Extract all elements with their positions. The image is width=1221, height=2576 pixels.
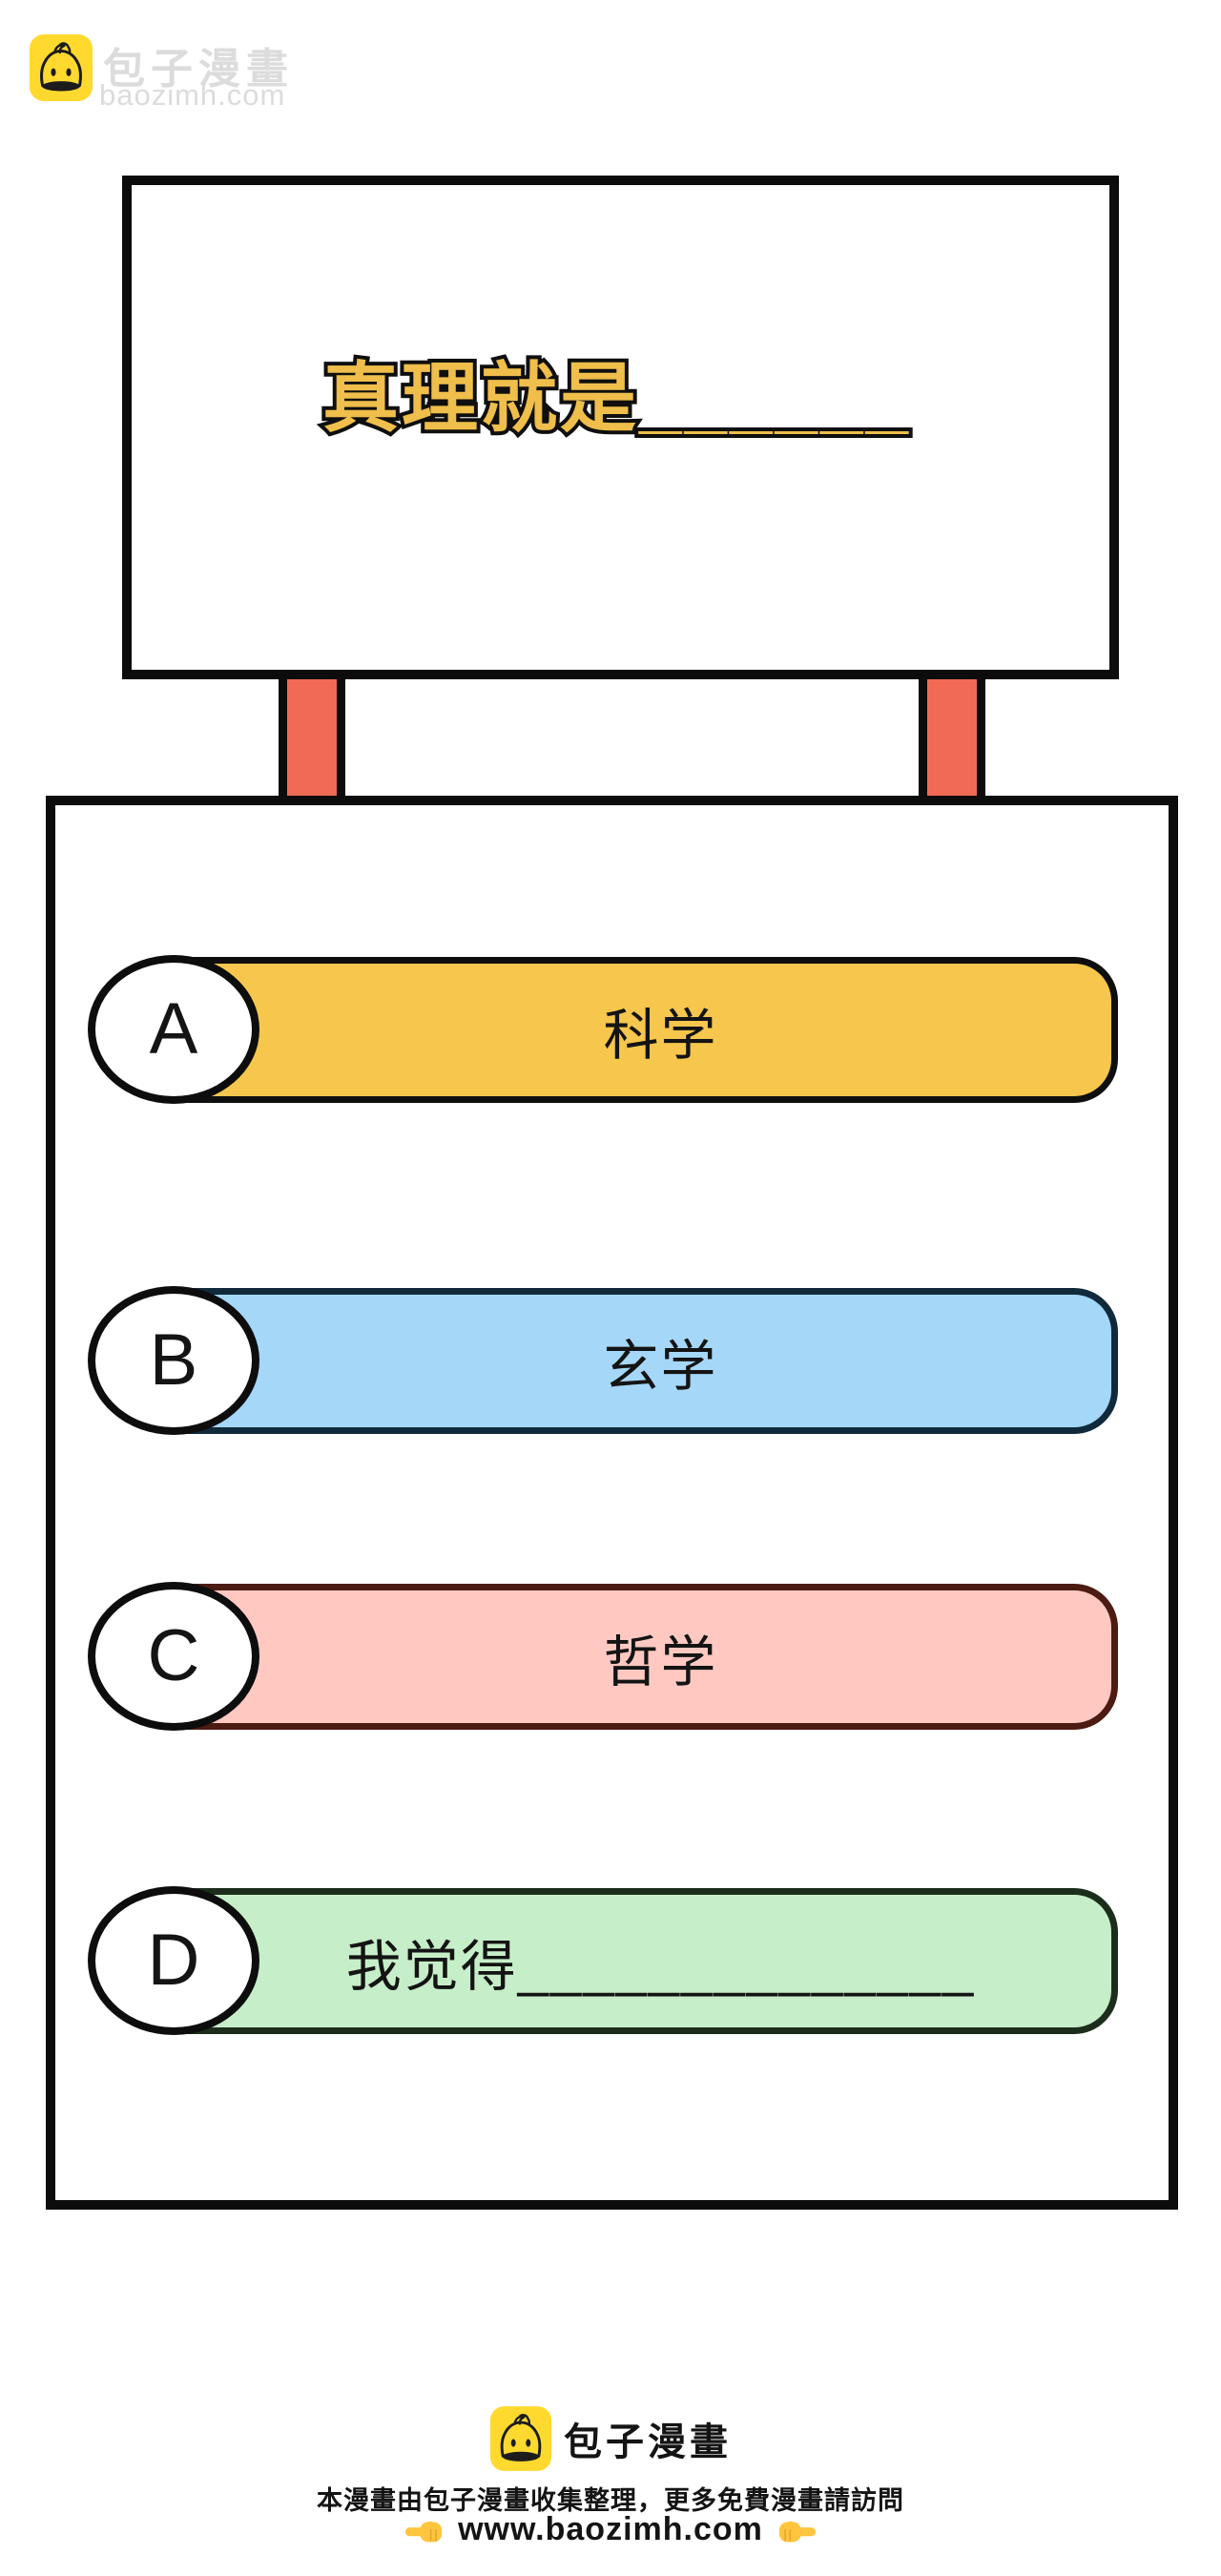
option-a-letter: A bbox=[149, 988, 198, 1070]
option-b-label: 玄学 bbox=[603, 1335, 718, 1398]
option-c-label: 哲学 bbox=[603, 1631, 718, 1693]
option-a-pill[interactable]: 科学 A bbox=[88, 955, 1118, 1104]
question-sign-board: 真理就是______ bbox=[122, 176, 1119, 679]
footer-url-link[interactable]: www.baozimh.com bbox=[458, 2511, 763, 2547]
options-box: 科学 A 玄学 B 哲学 C 我觉得______________ bbox=[46, 796, 1178, 2210]
option-b-letter: B bbox=[149, 1319, 198, 1401]
option-d-label: 我觉得______________ bbox=[345, 1935, 976, 1998]
question-title-text: 真理就是 bbox=[319, 352, 640, 445]
option-c-letter: C bbox=[147, 1615, 200, 1696]
option-b-body: 玄学 bbox=[172, 1288, 1118, 1434]
option-a-cap: A bbox=[88, 955, 259, 1104]
option-c-cap: C bbox=[88, 1582, 259, 1731]
baozi-logo-icon bbox=[489, 2404, 552, 2473]
option-d-letter: D bbox=[147, 1920, 200, 2001]
footer-notice-row: 本漫畫由包子漫畫收集整理，更多免費漫畫請訪問 bbox=[0, 2480, 1221, 2517]
option-a-body: 科学 bbox=[172, 957, 1118, 1103]
pointing-right-hand-icon bbox=[404, 2519, 444, 2543]
option-c-pill[interactable]: 哲学 C bbox=[88, 1582, 1118, 1731]
sign-post-right bbox=[919, 671, 985, 804]
question-title: 真理就是______ bbox=[319, 352, 912, 445]
question-title-blank: ______ bbox=[635, 352, 912, 445]
watermark-brand: 包子漫畫 bbox=[103, 46, 294, 93]
footer-url-row: www.baozimh.com bbox=[0, 2511, 1221, 2548]
option-d-pill[interactable]: 我觉得______________ D bbox=[88, 1886, 1118, 2035]
option-c-body: 哲学 bbox=[172, 1584, 1118, 1730]
footer-notice: 本漫畫由包子漫畫收集整理，更多免費漫畫請訪問 bbox=[317, 2486, 904, 2515]
option-d-cap: D bbox=[88, 1886, 259, 2035]
watermark-domain: baozimh.com bbox=[99, 78, 286, 112]
option-a-label: 科学 bbox=[603, 1004, 718, 1067]
footer-brand-row: 包子漫畫 bbox=[0, 2404, 1221, 2473]
sign-post-left bbox=[279, 671, 345, 804]
option-b-cap: B bbox=[88, 1286, 259, 1435]
option-d-body: 我觉得______________ bbox=[172, 1888, 1118, 2034]
option-b-pill[interactable]: 玄学 B bbox=[88, 1286, 1118, 1435]
baozi-logo-icon bbox=[29, 32, 93, 103]
pointing-left-hand-icon bbox=[777, 2519, 817, 2543]
footer-brand: 包子漫畫 bbox=[564, 2421, 732, 2463]
